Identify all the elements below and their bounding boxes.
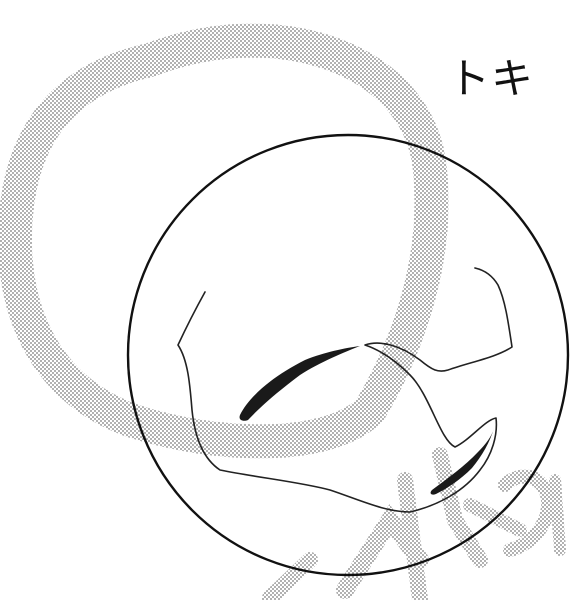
field-of-view-circle: [128, 135, 568, 575]
species-label: トキ: [448, 58, 534, 100]
stipple-watermark: [270, 455, 560, 600]
stipple-ring: [15, 41, 432, 442]
